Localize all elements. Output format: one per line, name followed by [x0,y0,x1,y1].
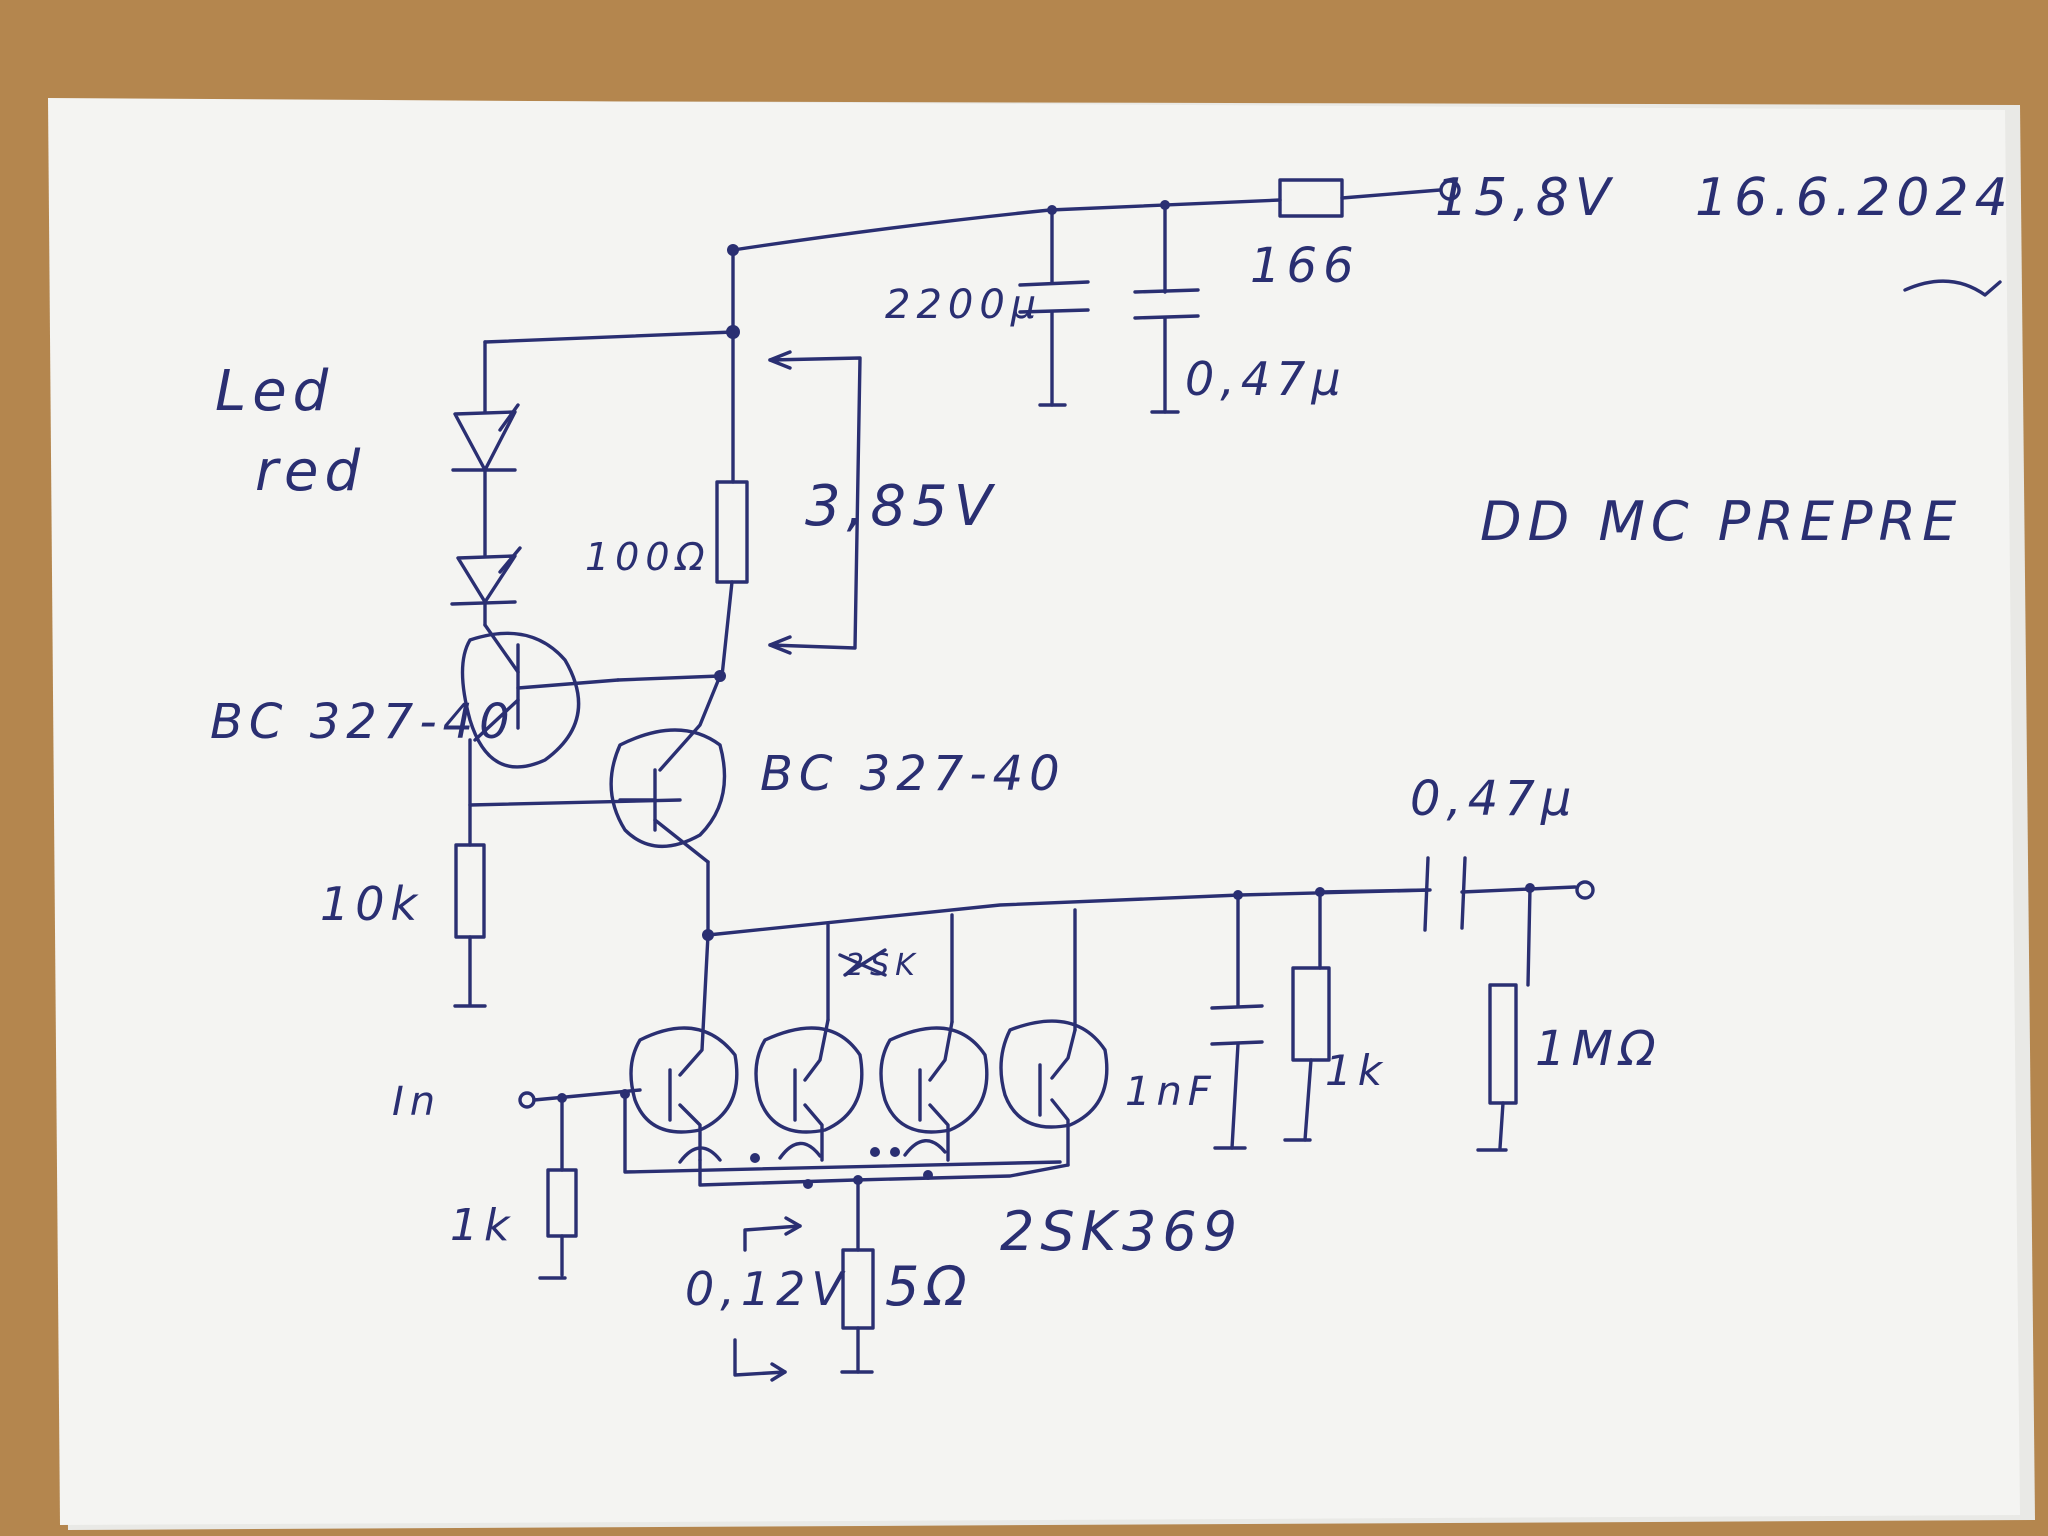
paper-sheet [48,98,2020,1525]
label-source-voltage: 0,12V [685,1262,849,1316]
capacitor-1nf [1210,893,1264,1150]
label-resistor-100: 100Ω [585,535,711,579]
label-series-resistor: 166 [1250,238,1360,294]
label-cap-1nf: 1nF [1125,1069,1217,1115]
resistor-1k-output [1283,890,1331,1142]
labels: 15,8V 16.6.2024 166 2200µ 0,47µ Led red … [210,168,2014,1318]
input-wiring [518,1088,1062,1174]
label-collector-voltage: 3,85V [805,474,998,539]
label-cap-small: 0,47µ [1185,352,1347,406]
label-date: 16.6.2024 [1695,168,2014,228]
main-branch [483,248,749,682]
label-transistor-right: BC 327-40 [760,746,1066,802]
capacitor-2200u [1018,208,1090,407]
label-resistor-1k-output: 1k [1325,1046,1388,1095]
transistor-left [460,623,620,769]
label-cap-large: 2200µ [885,282,1042,328]
capacitor-output [1318,856,1595,932]
supply-terminal [1439,179,1461,201]
label-input: In [392,1079,441,1125]
led-string [450,340,522,627]
squiggle-mark [1903,279,2002,297]
label-resistor-1m: 1MΩ [1535,1021,1662,1077]
label-output-cap: 0,47µ [1410,771,1577,827]
voltage-arrow-012 [733,1216,802,1382]
label-supply-voltage: 15,8V [1435,168,1616,228]
label-jfet: 2SK369 [1000,1200,1243,1263]
jfet-2 [754,1018,864,1162]
voltage-arrow-385 [768,350,862,655]
transistor-right [609,674,727,934]
output-terminal [1575,880,1595,900]
jfet-4 [999,1019,1109,1167]
resistor-1m [1476,886,1532,1152]
label-resistor-1k-input: 1k [450,1200,515,1251]
jfet-3 [879,1020,989,1162]
label-led: Led [215,359,334,424]
label-resistor-10k: 10k [320,877,423,931]
resistor-1k-input [538,1096,578,1280]
resistor-5 [840,1178,875,1374]
crossout-scribble [838,948,887,977]
resistor-10k [453,803,487,1008]
capacitor-047u [1133,203,1200,414]
source-bus [678,1139,1070,1189]
label-title: DD MC PREPRE [1480,490,1962,553]
label-led-color: red [255,439,366,504]
label-resistor-5: 5Ω [885,1255,973,1318]
label-transistor-left: BC 327-40 [210,694,516,750]
